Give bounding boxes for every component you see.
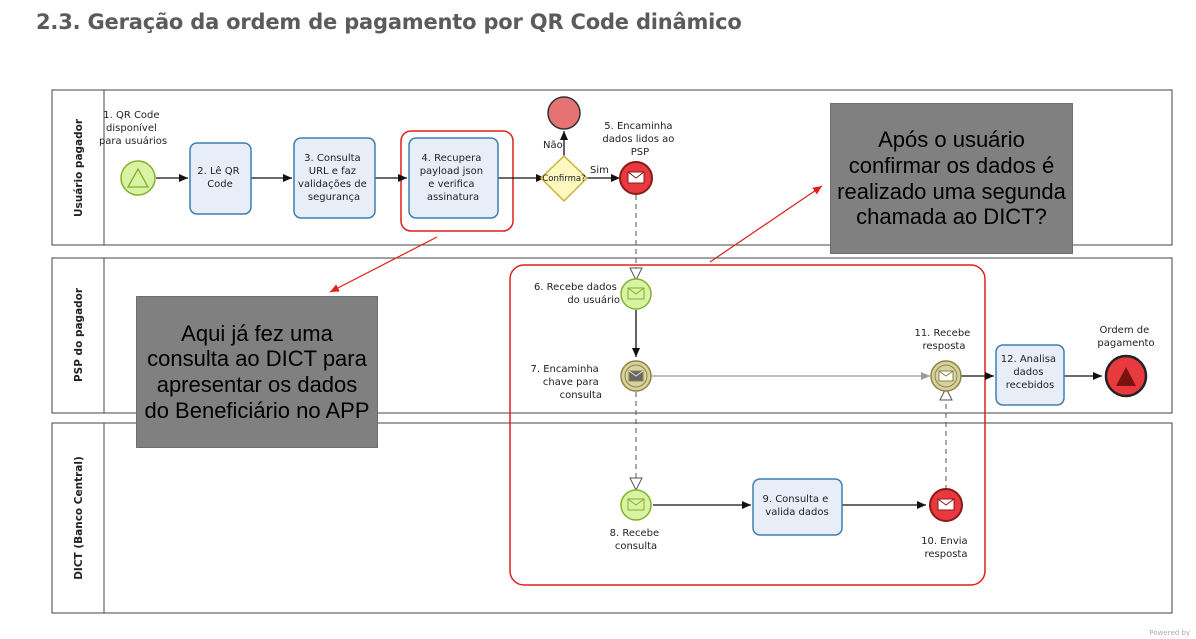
node-label-1: 1. QR Code disponível para usuários <box>99 110 167 147</box>
message-flow-heads <box>629 267 953 492</box>
lane-label-psp: PSP do pagador <box>73 287 85 382</box>
start-event[interactable] <box>120 160 156 196</box>
gateway-confirma[interactable]: Confirma? <box>539 154 589 203</box>
svg-text:Confirma?: Confirma? <box>542 174 585 184</box>
lane-label-dict: DICT (Banco Central) <box>73 456 85 580</box>
message-flows <box>635 195 947 490</box>
page-title: 2.3. Geração da ordem de pagamento por Q… <box>36 10 742 34</box>
end-event-ordem[interactable] <box>1104 354 1148 398</box>
message-event-7[interactable] <box>620 360 652 392</box>
lane-label-usuario: Usuário pagador <box>73 118 85 217</box>
node-label-11: 11. Recebe resposta <box>914 328 973 352</box>
end-event-nao[interactable] <box>547 96 581 130</box>
annotation-note-left: Aqui já fez uma consulta ao DICT para ap… <box>136 296 378 448</box>
node-label-5: 5. Encaminha dados lidos ao PSP <box>602 121 677 158</box>
task-3[interactable]: 3. Consulta URL e faz validações de segu… <box>293 137 376 219</box>
gateway-yes-label: Sim <box>590 165 609 176</box>
annotation-note-right: Após o usuário confirmar os dados é real… <box>830 103 1073 254</box>
svg-text:9. Consulta e valida dad: 9. Consulta e valida dados <box>762 494 831 518</box>
node-label-7: 7. Encaminha chave para consulta <box>530 364 602 401</box>
task-2[interactable]: 2. Lê QR Code <box>189 142 252 215</box>
message-event-5[interactable] <box>619 161 653 195</box>
node-label-10: 10. Envia resposta <box>921 536 971 560</box>
node-label-end: Ordem de pagamento <box>1097 325 1154 349</box>
svg-text:3. Consulta URL e faz: 3. Consulta URL e faz validações de segu… <box>298 153 370 203</box>
task-4[interactable]: 4. Recupera payload json e verifica assi… <box>408 137 499 219</box>
node-label-6: 6. Recebe dados do usuário <box>534 282 620 306</box>
task-9[interactable]: 9. Consulta e valida dados <box>752 478 843 536</box>
message-event-11[interactable] <box>930 360 962 392</box>
message-event-6[interactable] <box>620 278 652 310</box>
node-label-8: 8. Recebe consulta <box>610 528 663 552</box>
sequence-flows <box>156 131 1102 509</box>
annotation-arrow-right <box>709 185 823 263</box>
highlight-dict-block <box>509 264 986 586</box>
message-event-10[interactable] <box>929 488 963 522</box>
annotation-arrow-left <box>329 236 438 293</box>
message-event-8[interactable] <box>620 489 652 521</box>
task-12[interactable]: 12. Analisa dados recebidos <box>995 344 1065 406</box>
gateway-no-label: Não <box>543 140 563 151</box>
svg-text:4. Recupera payload json: 4. Recupera payload json e verifica assi… <box>420 153 487 203</box>
svg-text:12. Analisa dados: 12. Analisa dados recebidos <box>1001 354 1059 391</box>
svg-text:2. Lê QR Code: 2. Lê QR Code <box>197 165 242 190</box>
powered-by-label: Powered by <box>1149 629 1190 637</box>
